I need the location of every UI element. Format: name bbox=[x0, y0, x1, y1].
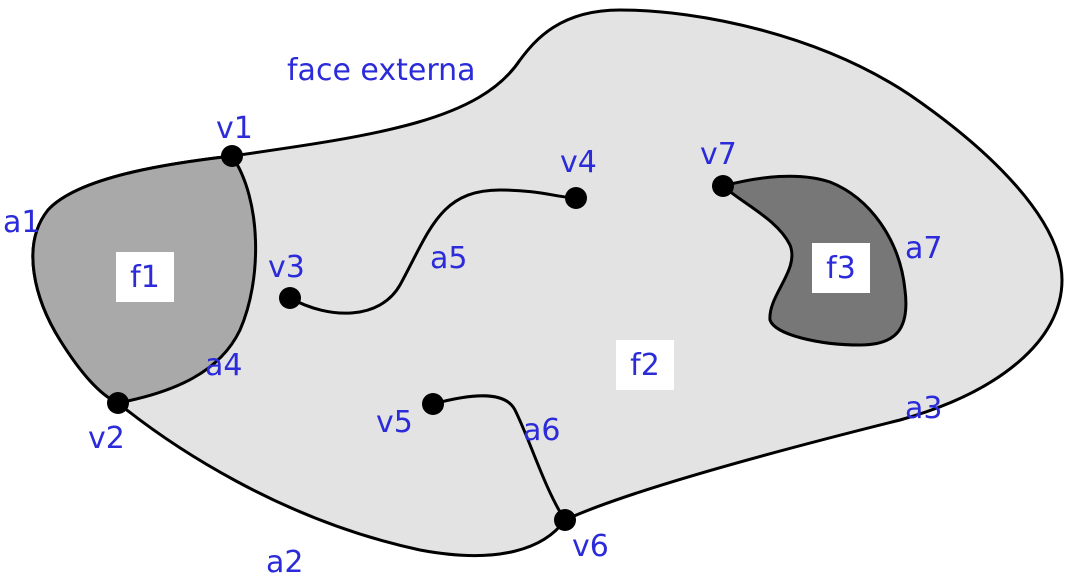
vertex-v2-label: v2 bbox=[88, 421, 125, 456]
face-f2-box bbox=[616, 340, 674, 390]
external-face-label: face externa bbox=[287, 53, 476, 88]
face-f3-label: f3 bbox=[826, 251, 856, 286]
vertex-v5-label: v5 bbox=[376, 405, 413, 440]
vertex-v7-label: v7 bbox=[700, 137, 737, 172]
vertex-v1 bbox=[221, 145, 243, 167]
vertex-v5 bbox=[422, 393, 444, 415]
face-f3-box bbox=[812, 243, 870, 293]
face-f1-label: f1 bbox=[130, 260, 160, 295]
face-f1-box bbox=[116, 252, 174, 302]
edge-a5-label: a5 bbox=[430, 241, 467, 276]
face-f2-label: f2 bbox=[630, 348, 660, 383]
vertex-v4 bbox=[565, 187, 587, 209]
edge-a7-label: a7 bbox=[905, 231, 942, 266]
vertex-v6-label: v6 bbox=[572, 529, 609, 564]
edge-a2-label: a2 bbox=[266, 545, 303, 580]
vertex-v2 bbox=[107, 392, 129, 414]
vertex-v4-label: v4 bbox=[560, 145, 597, 180]
vertex-v3 bbox=[279, 287, 301, 309]
edge-a6-label: a6 bbox=[523, 413, 560, 448]
edge-a1-label: a1 bbox=[3, 205, 40, 240]
edge-a6 bbox=[432, 394, 567, 521]
edge-a5 bbox=[289, 188, 577, 315]
edge-a4-label: a4 bbox=[205, 348, 242, 383]
vertex-v6 bbox=[554, 509, 576, 531]
vertex-v3-label: v3 bbox=[268, 250, 305, 285]
vertex-v7 bbox=[712, 175, 734, 197]
edge-a3-label: a3 bbox=[905, 391, 942, 426]
vertex-v1-label: v1 bbox=[216, 111, 253, 146]
